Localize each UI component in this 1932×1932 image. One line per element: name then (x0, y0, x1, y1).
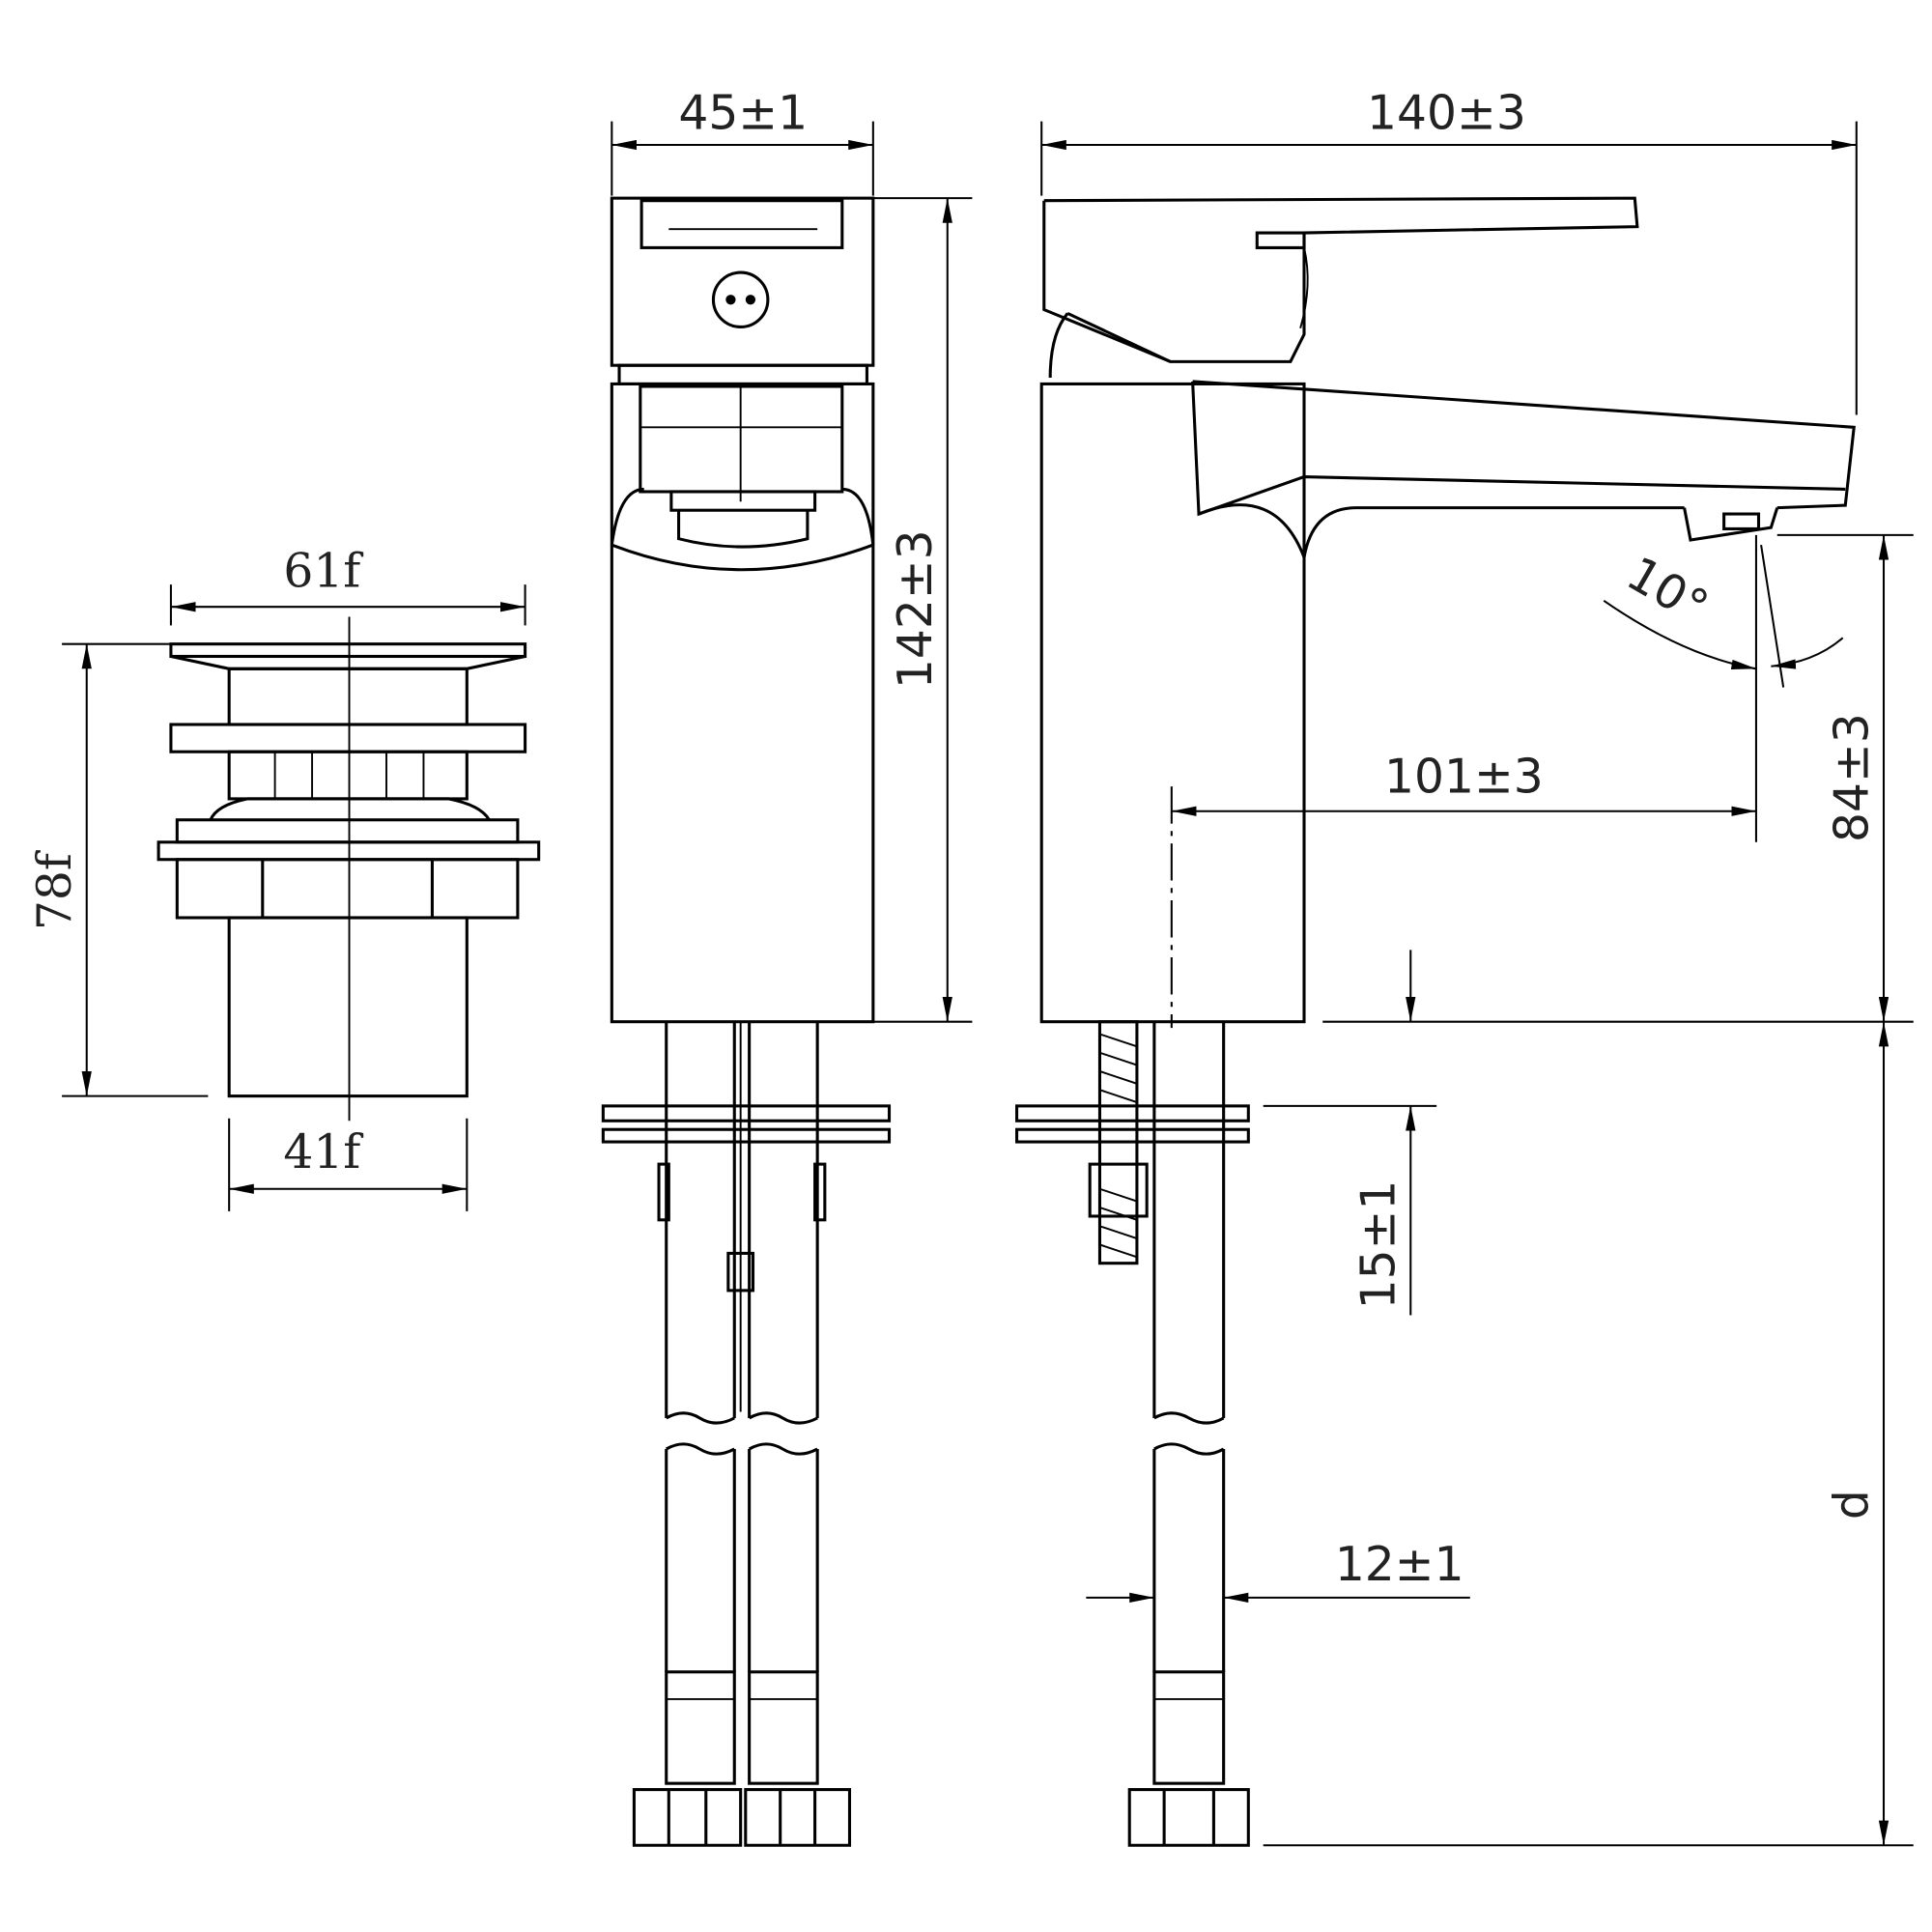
drain-bottom-width-label: 41f (283, 1125, 363, 1179)
front-width-label: 45±1 (678, 86, 808, 140)
drain-bottom-width-dimension: 41f (228, 1118, 469, 1211)
side-view: 140±3 10° 101±3 84±3 d (1015, 86, 1914, 1847)
side-length-label: 140±3 (1367, 86, 1526, 140)
drain-top-width-label: 61f (283, 545, 363, 599)
hose-length-dimension: d (1263, 1021, 1914, 1847)
front-height-label: 142±3 (889, 529, 943, 689)
deck-thickness-label: 15±1 (1352, 1180, 1406, 1310)
drain-top-width-dimension: 61f (169, 545, 526, 626)
spout-reach-label: 101±3 (1384, 751, 1544, 805)
spout-angle-dimension: 10° (1603, 534, 1844, 842)
front-view: 45±1 142±3 (601, 86, 973, 1847)
front-width-dimension: 45±1 (611, 86, 874, 196)
drain-view: 61f 78f 41f (28, 545, 541, 1211)
hose-diameter-label: 12±1 (1335, 1538, 1464, 1592)
front-height-dimension: 142±3 (872, 197, 973, 1023)
side-length-dimension: 140±3 (1040, 86, 1858, 415)
hose-length-label: d (1825, 1490, 1879, 1520)
spout-reach-dimension: 101±3 (1170, 751, 1756, 1029)
hose-diameter-dimension: 12±1 (1086, 1538, 1470, 1603)
drain-height-label: 78f (28, 850, 82, 930)
deck-thickness-dimension: 15±1 (1263, 950, 1437, 1316)
spout-height-label: 84±3 (1825, 713, 1879, 842)
drain-height-dimension: 78f (28, 642, 209, 1097)
spout-angle-label: 10° (1618, 547, 1718, 636)
screw-cover-icon (711, 270, 770, 328)
spout-height-dimension: 84±3 (1322, 533, 1914, 1023)
